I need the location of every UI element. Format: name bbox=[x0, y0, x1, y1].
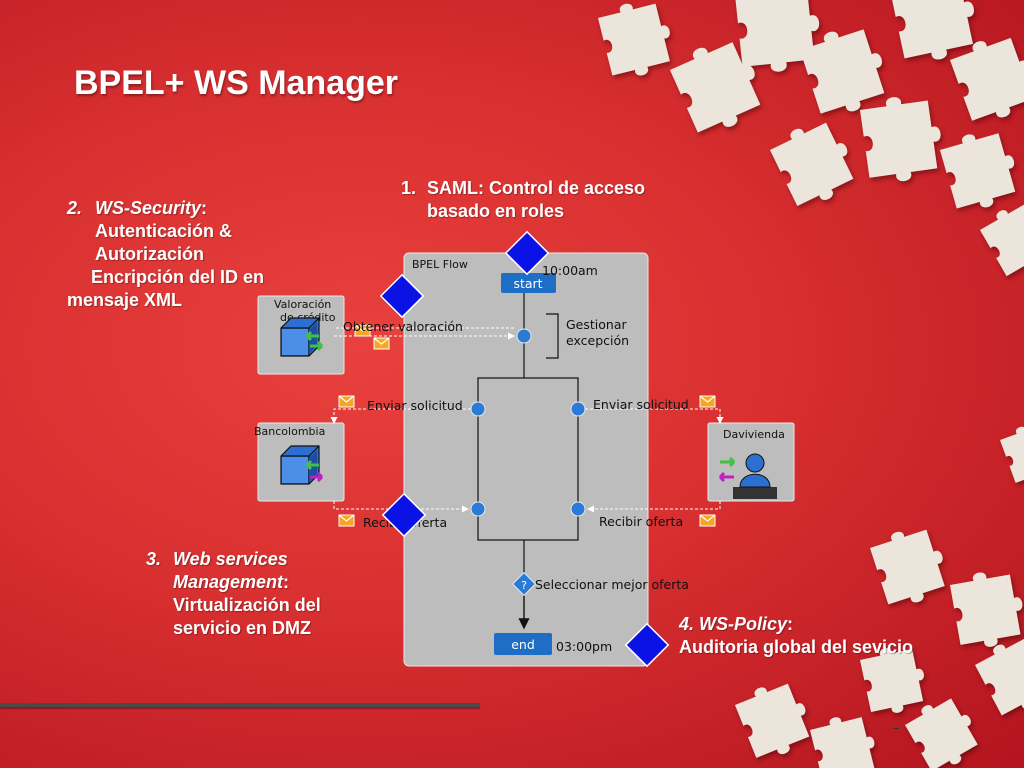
note-security-number: 2. bbox=[67, 198, 83, 218]
bottom-divider bbox=[0, 703, 480, 707]
obtain-valuation-label: Obtener valoración bbox=[343, 319, 463, 334]
decision-glyph: ? bbox=[521, 579, 527, 592]
bpel-flow-box bbox=[403, 252, 649, 667]
send-request-left-label: Enviar solicitud bbox=[367, 398, 463, 413]
note-ws-policy: 4. WS-Policy: Auditoria global del sevic… bbox=[679, 613, 969, 659]
start-time: 10:00am bbox=[542, 263, 598, 278]
note-management-line1: Web services bbox=[173, 549, 288, 569]
receive-offer-right-label: Recibir oferta bbox=[599, 514, 683, 529]
note-saml-number: 1. bbox=[401, 178, 417, 198]
receive-offer-left-node bbox=[470, 501, 486, 517]
note-security-suffix: : bbox=[201, 198, 208, 218]
exception-bracket bbox=[546, 313, 559, 359]
ws-security-diamond bbox=[379, 273, 425, 319]
note-policy-line2: Auditoria global del sevicio bbox=[679, 637, 914, 657]
ws-management-diamond bbox=[381, 492, 427, 538]
note-policy-suffix: : bbox=[787, 614, 794, 634]
envelope-icon bbox=[338, 514, 355, 527]
exchange-arrows-icon bbox=[305, 330, 324, 352]
parallel-branch-frame bbox=[477, 377, 579, 541]
partner-bancolombia-label: Bancolombia bbox=[254, 425, 325, 438]
slide-title: BPEL+ WS Manager bbox=[74, 64, 399, 102]
note-policy-term: WS-Policy bbox=[699, 614, 788, 634]
envelope-icon bbox=[338, 395, 355, 408]
footer-mark bbox=[893, 728, 899, 729]
saml-diamond bbox=[504, 230, 550, 276]
handle-exception-line1: Gestionar bbox=[566, 317, 627, 332]
start-node bbox=[501, 273, 556, 293]
select-offer-label: Seleccionar mejor oferta bbox=[535, 577, 689, 592]
partner-credit-line1: Valoración bbox=[274, 298, 331, 311]
decision-node bbox=[511, 571, 537, 597]
ws-policy-diamond bbox=[624, 622, 670, 668]
handle-exception-line2: excepción bbox=[566, 333, 629, 348]
start-label: start bbox=[513, 276, 542, 291]
note-security-line3: Autorización bbox=[95, 244, 205, 264]
bpel-flow-label: BPEL Flow bbox=[412, 258, 468, 271]
note-saml-line1: SAML: Control de acceso bbox=[427, 178, 646, 198]
note-security-line4: Encripción del ID en bbox=[91, 267, 265, 287]
send-request-left-node bbox=[470, 401, 486, 417]
note-management-suffix: : bbox=[283, 572, 290, 592]
note-security-term: WS-Security bbox=[95, 198, 202, 218]
end-label: end bbox=[511, 637, 535, 652]
note-ws-security: 2. WS-Security: Autenticación & Autoriza… bbox=[67, 197, 307, 312]
envelope-icon bbox=[373, 337, 390, 350]
note-management-term: Management bbox=[173, 572, 284, 592]
note-saml: 1. SAML: Control de acceso basado en rol… bbox=[401, 177, 645, 223]
note-policy-number: 4. bbox=[679, 614, 695, 634]
note-management-line4: servicio en DMZ bbox=[173, 618, 312, 638]
note-management-number: 3. bbox=[146, 549, 162, 569]
receive-offer-right-node bbox=[570, 501, 586, 517]
note-management-line3: Virtualización del bbox=[173, 595, 321, 615]
send-request-right-label: Enviar solicitud bbox=[593, 397, 689, 412]
exchange-arrows-icon bbox=[305, 459, 324, 483]
obtain-valuation-node bbox=[516, 328, 532, 344]
note-security-line5: mensaje XML bbox=[67, 290, 183, 310]
envelope-icon bbox=[699, 395, 716, 408]
note-saml-line2: basado en roles bbox=[427, 201, 565, 221]
envelope-icon bbox=[699, 514, 716, 527]
person-at-desk-icon bbox=[718, 453, 777, 499]
end-time: 03:00pm bbox=[556, 639, 612, 654]
partner-davivienda-label: Davivienda bbox=[723, 428, 785, 441]
note-security-line2: Autenticación & bbox=[95, 221, 233, 241]
end-node bbox=[494, 633, 552, 655]
note-ws-management: 3. Web services Management: Virtualizaci… bbox=[146, 548, 366, 640]
send-request-right-node bbox=[570, 401, 586, 417]
